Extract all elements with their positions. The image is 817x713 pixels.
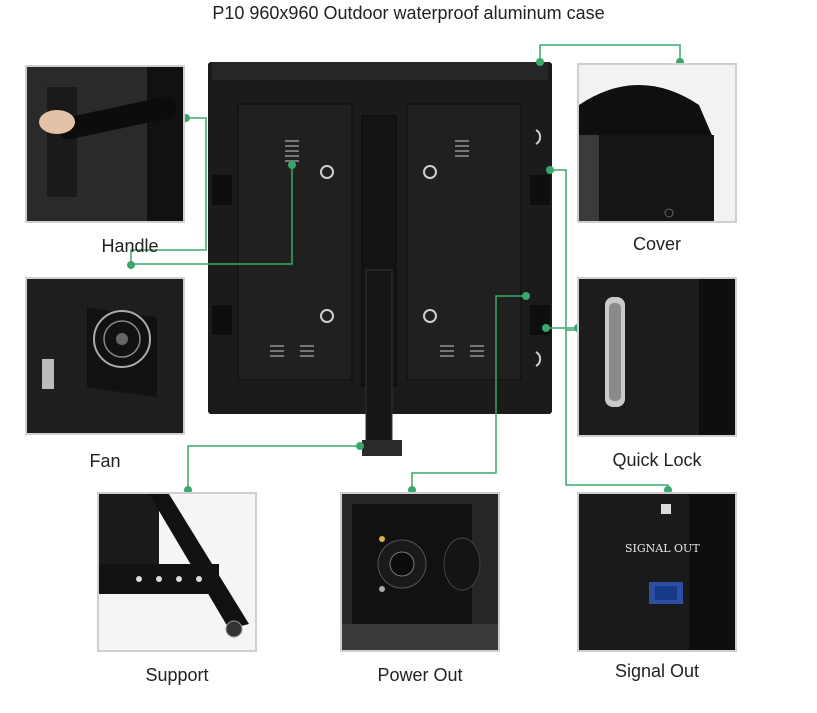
cover-photo (577, 63, 737, 223)
quick-lock-photo (577, 277, 737, 437)
diagram-title: P10 960x960 Outdoor waterproof aluminum … (212, 3, 605, 23)
power-out-photo (340, 492, 500, 652)
leader-support (187, 445, 360, 490)
leader-handle (130, 117, 207, 265)
leader-cover (539, 44, 681, 62)
power-out-label: Power Out (377, 665, 463, 685)
cover-label: Cover (632, 234, 681, 254)
leader-quick-lock (550, 169, 578, 331)
leader-lines (130, 44, 681, 490)
support-label: Support (145, 665, 209, 685)
handle-photo (25, 65, 185, 223)
fan-photo (25, 277, 185, 435)
leader-fan (131, 165, 293, 265)
support-photo (97, 492, 257, 652)
signal-out-photo: SIGNAL OUT (577, 492, 737, 652)
handle-label: Handle (101, 236, 159, 256)
cabinet (208, 62, 552, 456)
leader-power-out (411, 295, 526, 490)
signal-out-panel-text: SIGNAL OUT (625, 542, 700, 555)
signal-out-label: Signal Out (614, 661, 700, 681)
quick-lock-label: Quick Lock (612, 450, 702, 470)
fan-label: Fan (89, 451, 121, 471)
